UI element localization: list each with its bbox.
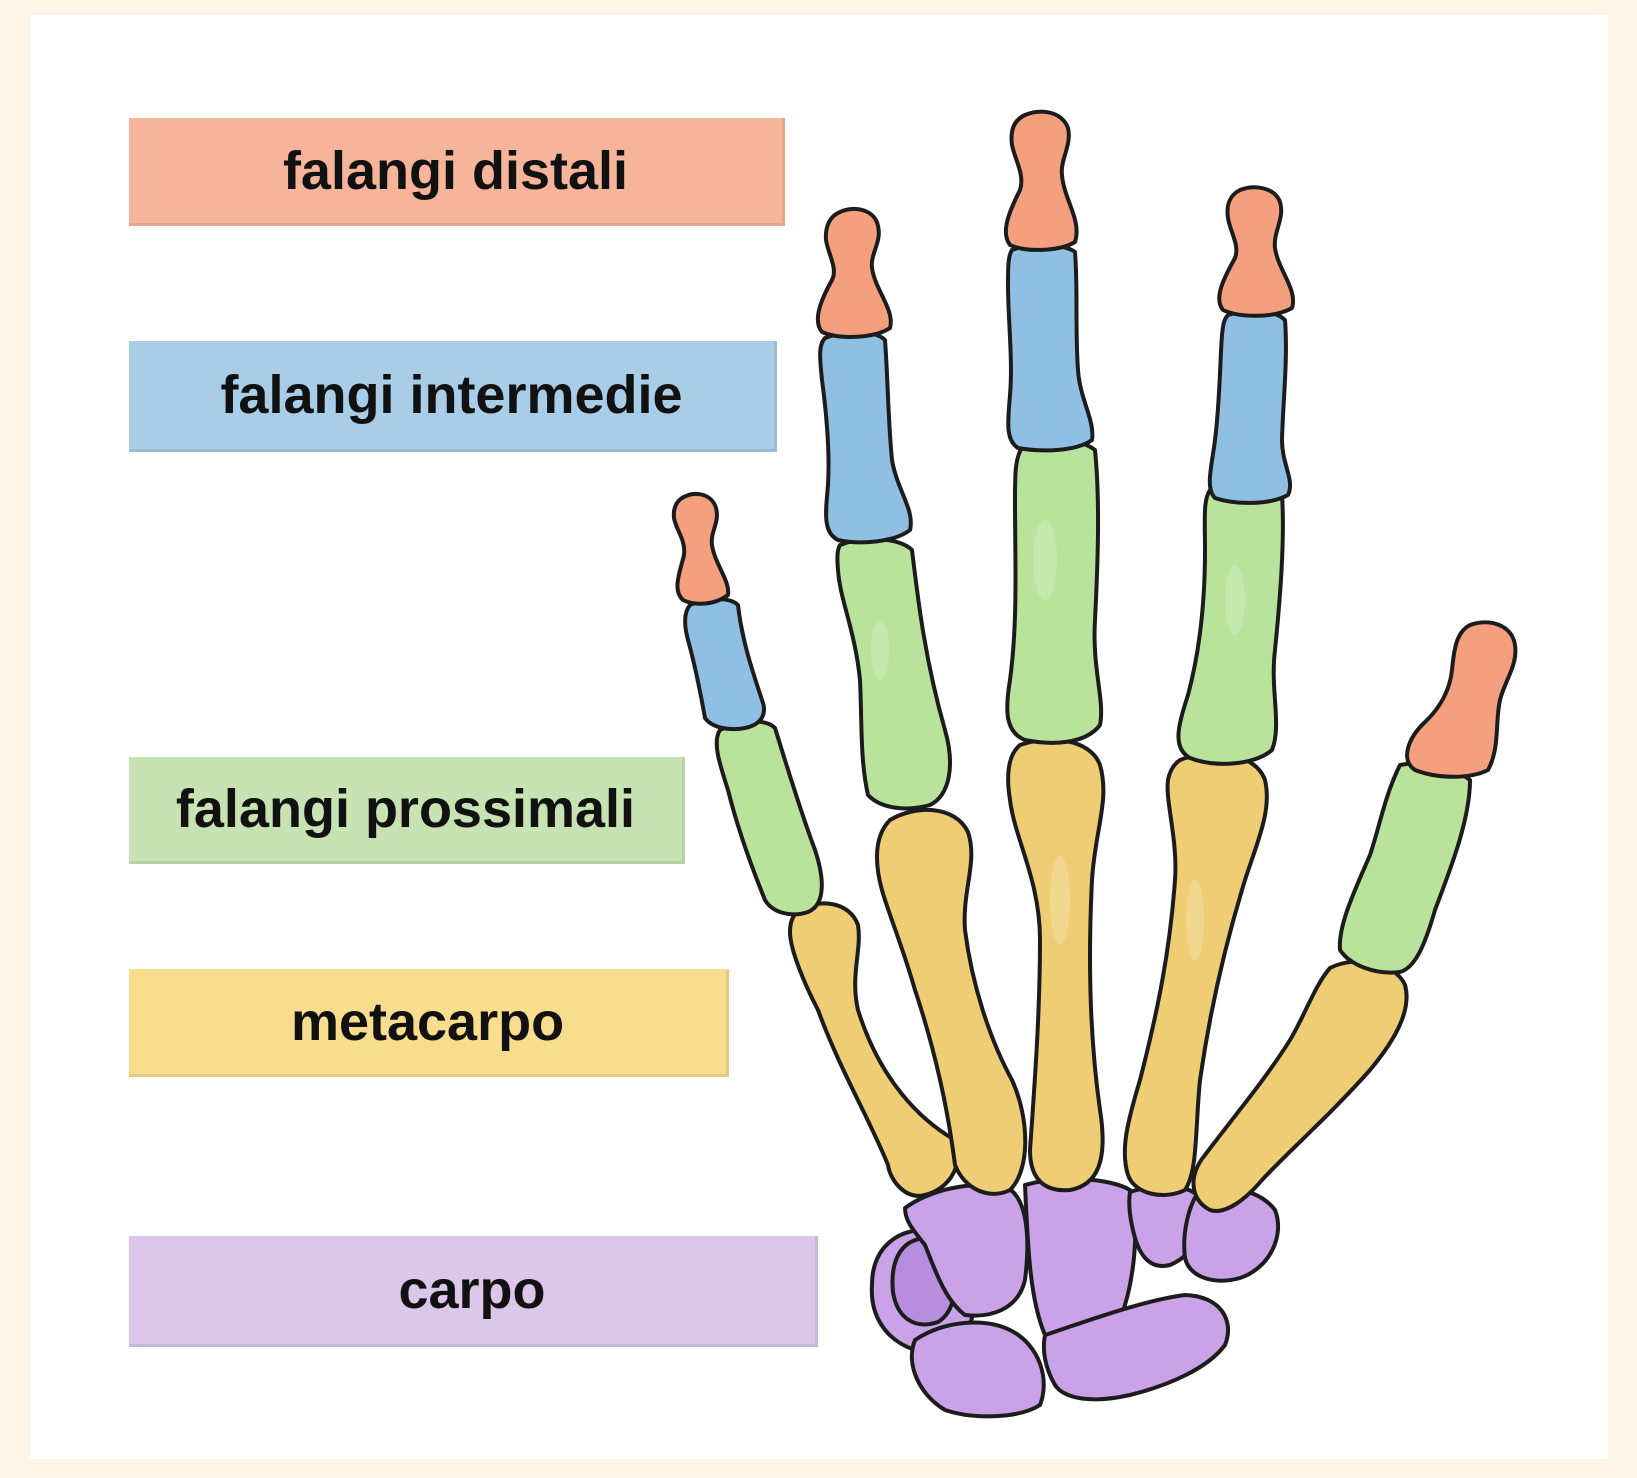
intermediate-phalanx bbox=[1210, 311, 1290, 503]
proximal-phalanx bbox=[1340, 763, 1470, 972]
carpal-bones bbox=[872, 1179, 1278, 1416]
proximal-phalanx bbox=[717, 721, 822, 914]
proximal-phalanx bbox=[837, 539, 950, 808]
distal-phalanx bbox=[674, 494, 728, 604]
distal-phalanx bbox=[818, 209, 891, 337]
intermediate-phalanx bbox=[820, 332, 911, 542]
distal-phalanx bbox=[1407, 622, 1515, 776]
distal-phalanx bbox=[1219, 187, 1293, 315]
carpal-bone bbox=[912, 1323, 1044, 1417]
intermediate-phalanx bbox=[1008, 245, 1092, 450]
proximal-phalanx bbox=[1007, 441, 1101, 743]
metacarpal-bone bbox=[1194, 962, 1407, 1211]
metacarpal-bones bbox=[790, 740, 1407, 1211]
intermediate-phalanx bbox=[685, 599, 764, 729]
distal-phalanx bbox=[1006, 112, 1077, 250]
